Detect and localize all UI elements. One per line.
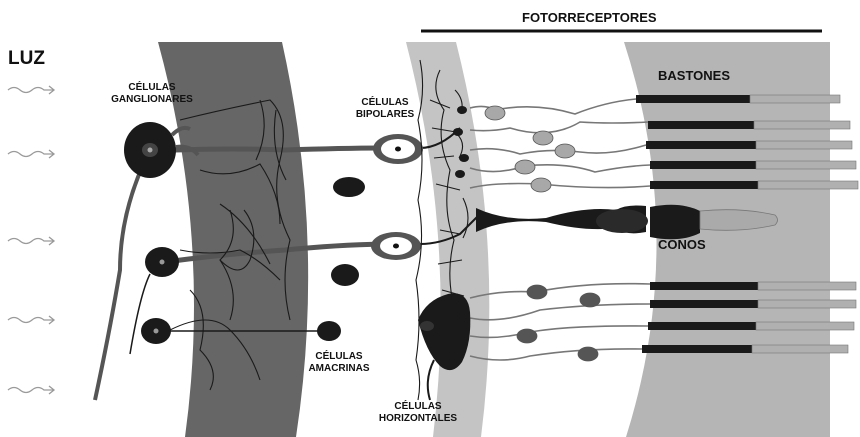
ganglion-label-line2: GANGLIONARES bbox=[111, 94, 193, 105]
bipolar-label-line2: BIPOLARES bbox=[356, 109, 415, 120]
wavy-arrow-icon bbox=[8, 86, 54, 94]
rods-label: BASTONES bbox=[658, 68, 730, 83]
light-label: LUZ bbox=[8, 48, 45, 69]
wavy-arrow-icon bbox=[8, 386, 54, 394]
amacrine-label-line1: CÉLULAS bbox=[315, 349, 363, 362]
horizontal-label-line2: HORIZONTALES bbox=[379, 413, 457, 424]
wavy-arrow-icon bbox=[8, 237, 54, 245]
wavy-arrow-icon bbox=[8, 150, 54, 158]
light-arrows bbox=[8, 86, 54, 394]
amacrine-label-line2: AMACRINAS bbox=[308, 363, 369, 374]
photoreceptors-label: FOTORRECEPTORES bbox=[522, 10, 657, 25]
horizontal-label-line1: CÉLULAS bbox=[394, 399, 442, 412]
rod-somata bbox=[485, 106, 600, 361]
cones-label: CONOS bbox=[658, 237, 706, 252]
wavy-arrow-icon bbox=[8, 316, 54, 324]
bipolar-label-line1: CÉLULAS bbox=[361, 95, 409, 108]
amacrine-cells bbox=[317, 177, 365, 341]
ganglion-label-line1: CÉLULAS bbox=[128, 80, 176, 93]
